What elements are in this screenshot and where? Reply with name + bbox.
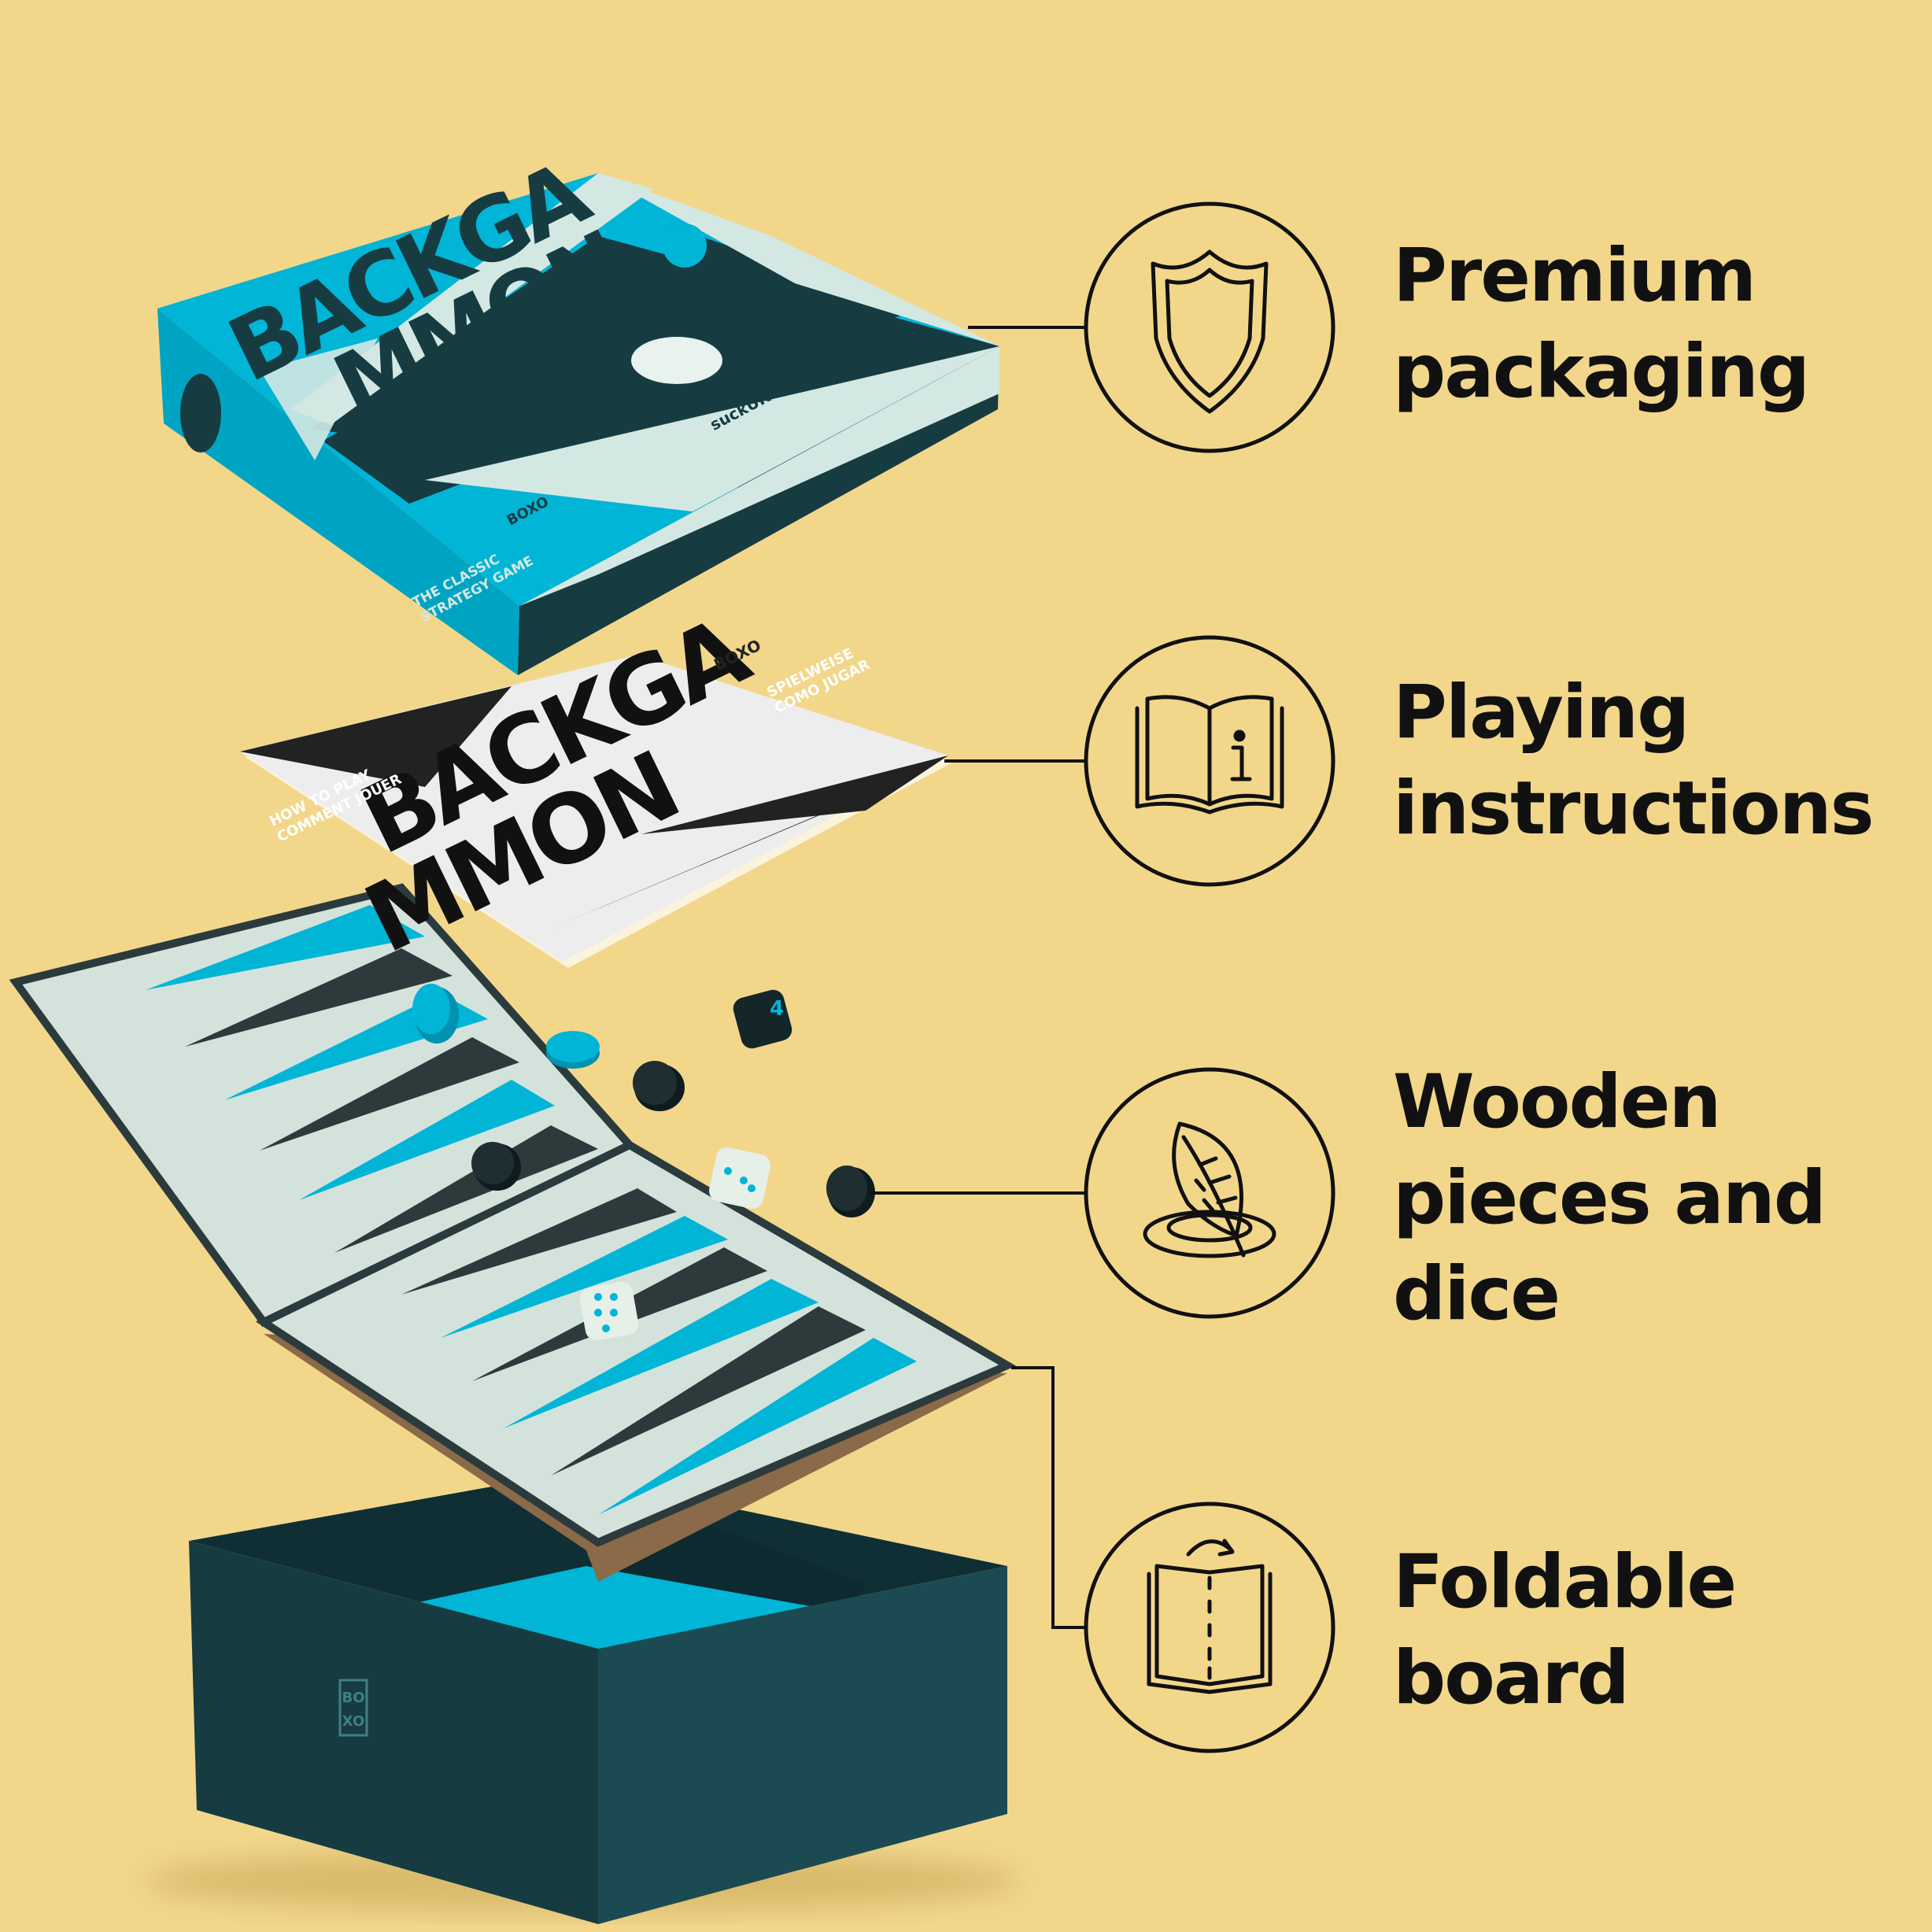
die-dark: 4 [733, 989, 792, 1049]
leaf-icon [1084, 1067, 1335, 1319]
checker-dark-3 [826, 1165, 875, 1217]
checker-dark-2 [471, 1142, 521, 1191]
svg-text:XO: XO [342, 1713, 365, 1730]
lid-circle-light [631, 337, 722, 384]
lid-side-circle [180, 374, 221, 453]
die-white-2 [579, 1281, 639, 1341]
svg-text:4: 4 [770, 997, 784, 1021]
feature-foldable-board: Foldable board [1393, 1535, 1737, 1727]
feature-label-line: instructions [1393, 766, 1875, 851]
callout-lines [870, 326, 1086, 1629]
feature-playing-instructions: Playing instructions [1393, 665, 1875, 857]
boxo-logo-base: BO XO [338, 1679, 368, 1737]
die-white-1 [709, 1147, 770, 1209]
lid-circle-teal [663, 223, 707, 268]
book-info-icon [1084, 635, 1335, 887]
foldable-board [9, 883, 1017, 1582]
checker-teal-2 [546, 1031, 600, 1069]
feature-label-line: packaging [1393, 329, 1810, 415]
box-lid: BACKGA MMON THE CLASSIC STRATEGY GAME BO… [157, 142, 999, 675]
feature-label-line: Premium [1393, 233, 1757, 319]
feature-label-line: dice [1393, 1251, 1561, 1337]
feature-wooden-pieces-and-dice: Wooden pieces and dice [1393, 1055, 1827, 1343]
feature-label-line: board [1393, 1635, 1630, 1721]
feature-premium-packaging: Premium packaging [1393, 228, 1810, 420]
foldable-board-icon [1084, 1502, 1335, 1753]
checker-teal-1 [412, 984, 459, 1044]
board-triangles-bottom [401, 1188, 917, 1515]
feature-label-line: Foldable [1393, 1539, 1737, 1625]
feature-label-line: Playing [1393, 670, 1690, 755]
svg-text:BO: BO [342, 1690, 364, 1706]
feature-label-line: Wooden [1393, 1059, 1721, 1145]
checker-dark-1 [633, 1061, 685, 1111]
feature-icons [1084, 201, 1335, 1753]
wooden-pieces-and-dice: 4 [412, 984, 875, 1341]
connector-foldable-board [1011, 1366, 1086, 1629]
shield-icon [1084, 201, 1335, 453]
feature-label-line: pieces and [1393, 1155, 1827, 1241]
